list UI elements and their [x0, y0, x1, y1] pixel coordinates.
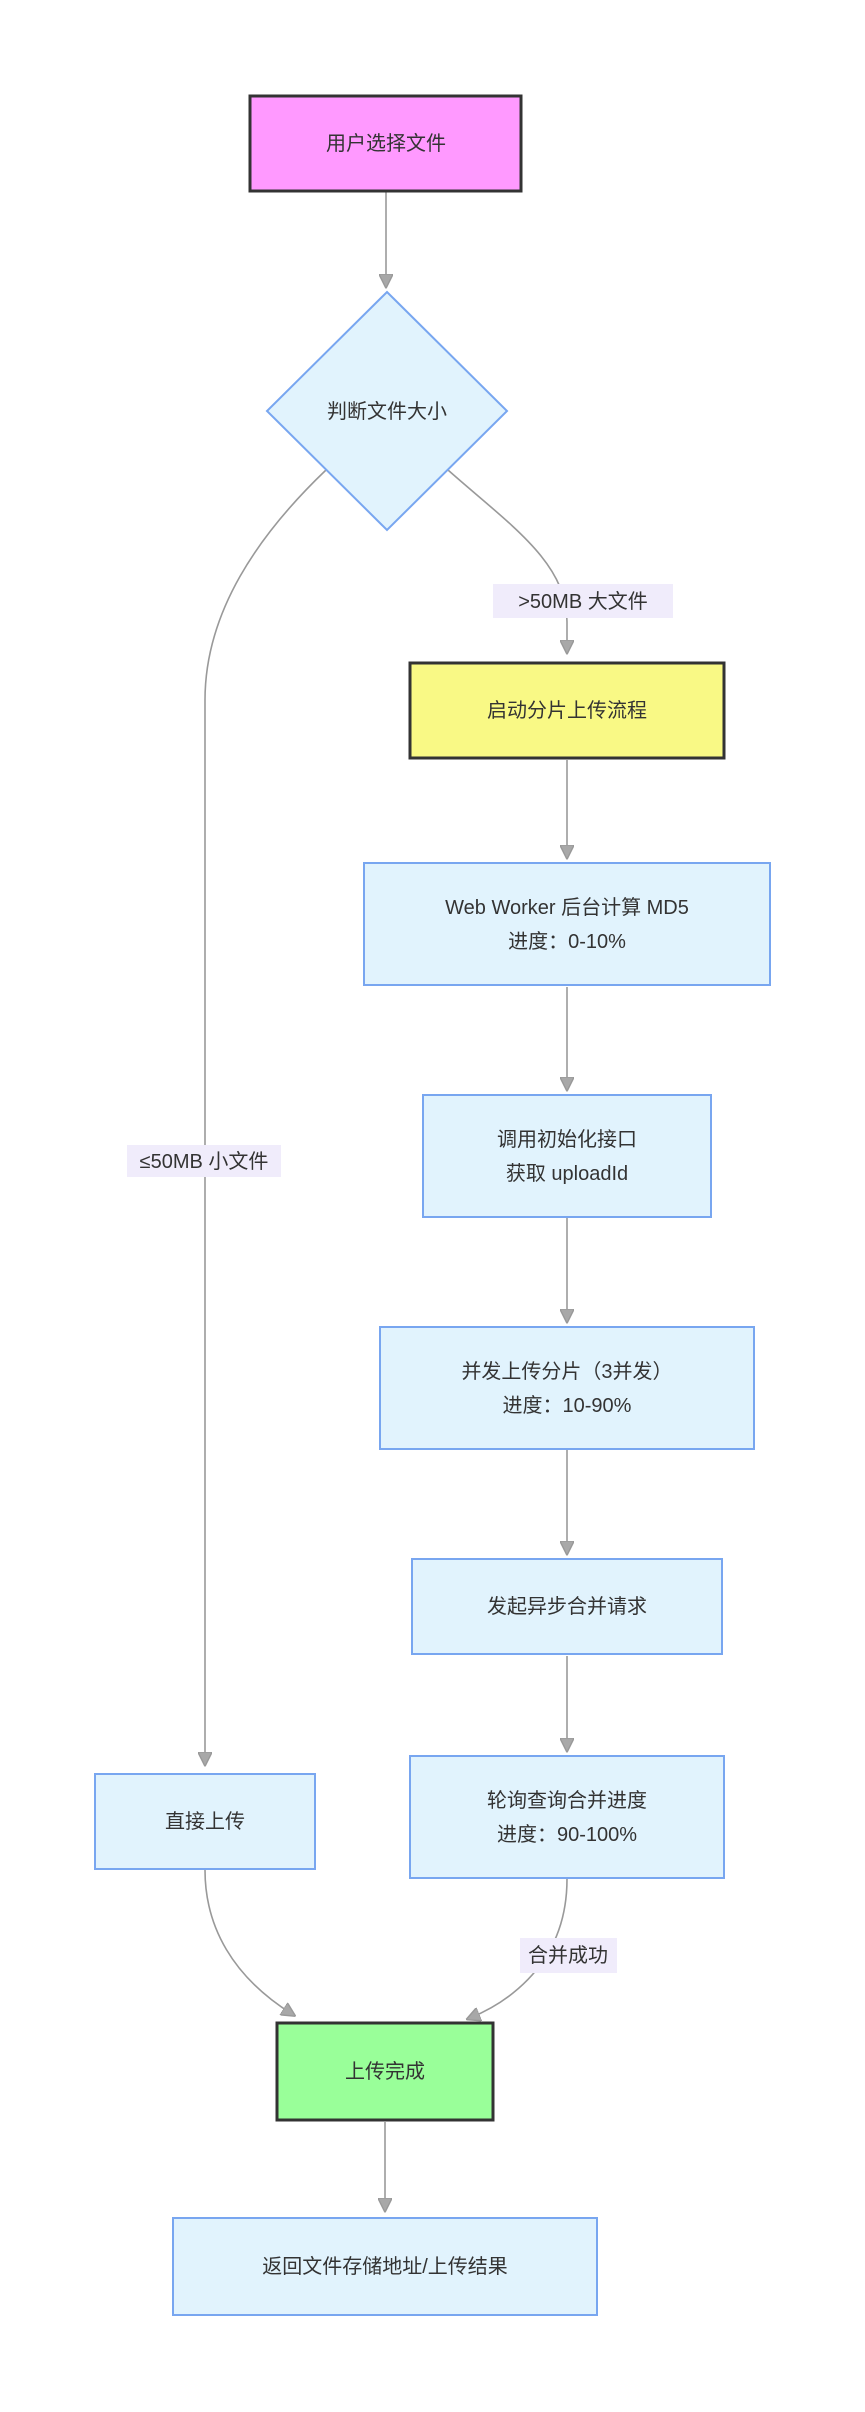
node-upload-done-box: [275, 2021, 495, 2122]
node-return-result-box: [172, 2217, 598, 2316]
edge-decision-to-chunkstart: [447, 469, 567, 650]
node-init-api: 调用初始化接口 获取 uploadId: [422, 1094, 712, 1218]
node-poll-merge-line2: 进度：90-100%: [497, 1823, 637, 1846]
node-direct-upload-box: [94, 1773, 316, 1870]
node-decision: 判断文件大小: [265, 290, 509, 532]
edge-label-big-file-bg: [493, 584, 673, 618]
node-upload-chunks-line1: 并发上传分片（3并发）: [461, 1360, 672, 1383]
edge-label-merge-success: 合并成功: [520, 1938, 617, 1973]
edge-poll-to-done: [470, 1878, 568, 2018]
node-md5-line2: 进度：0-10%: [508, 930, 626, 953]
node-poll-merge: 轮询查询合并进度 进度：90-100%: [409, 1755, 725, 1879]
edge-label-small-file-bg: [127, 1145, 281, 1177]
node-upload-chunks-box: [379, 1326, 755, 1450]
node-upload-chunks-line2: 进度：10-90%: [503, 1394, 632, 1417]
node-upload-done: 上传完成: [275, 2021, 495, 2122]
node-upload-done-label: 上传完成: [345, 2060, 425, 2083]
node-md5: Web Worker 后台计算 MD5 进度：0-10%: [363, 862, 771, 986]
node-decision-label: 判断文件大小: [327, 400, 447, 423]
edge-label-merge-success-text: 合并成功: [528, 1944, 608, 1967]
node-md5-box: [363, 862, 771, 986]
node-start: 用户选择文件: [248, 94, 523, 193]
node-return-result-label: 返回文件存储地址/上传结果: [262, 2255, 508, 2278]
node-init-api-line2: 获取 uploadId: [506, 1162, 628, 1185]
node-merge-request-box: [411, 1558, 723, 1655]
edge-label-merge-success-bg: [520, 1938, 617, 1973]
node-upload-chunks: 并发上传分片（3并发） 进度：10-90%: [379, 1326, 755, 1450]
node-init-api-line1: 调用初始化接口: [497, 1128, 637, 1151]
node-decision-shape: [265, 290, 509, 532]
node-return-result: 返回文件存储地址/上传结果: [172, 2217, 598, 2316]
edge-label-small-file-text: ≤50MB 小文件: [140, 1150, 269, 1173]
node-merge-request: 发起异步合并请求: [411, 1558, 723, 1655]
edges: [205, 192, 567, 2208]
edge-label-big-file-text: >50MB 大文件: [518, 590, 647, 613]
node-poll-merge-box: [409, 1755, 725, 1879]
node-poll-merge-line1: 轮询查询合并进度: [487, 1789, 647, 1812]
node-chunk-start-box: [408, 661, 726, 760]
node-direct-upload-label: 直接上传: [165, 1810, 245, 1833]
edge-label-big-file: >50MB 大文件: [493, 584, 673, 618]
edge-decision-to-direct: [205, 469, 327, 1762]
edge-label-small-file: ≤50MB 小文件: [127, 1145, 281, 1177]
node-chunk-start: 启动分片上传流程: [408, 661, 726, 760]
node-md5-line1: Web Worker 后台计算 MD5: [445, 896, 689, 919]
node-init-api-box: [422, 1094, 712, 1218]
node-start-box: [248, 94, 523, 193]
node-start-label: 用户选择文件: [326, 132, 446, 155]
edge-direct-to-done: [204, 1869, 292, 2014]
node-merge-request-label: 发起异步合并请求: [487, 1595, 647, 1618]
node-direct-upload: 直接上传: [94, 1773, 316, 1870]
node-chunk-start-label: 启动分片上传流程: [487, 699, 647, 722]
